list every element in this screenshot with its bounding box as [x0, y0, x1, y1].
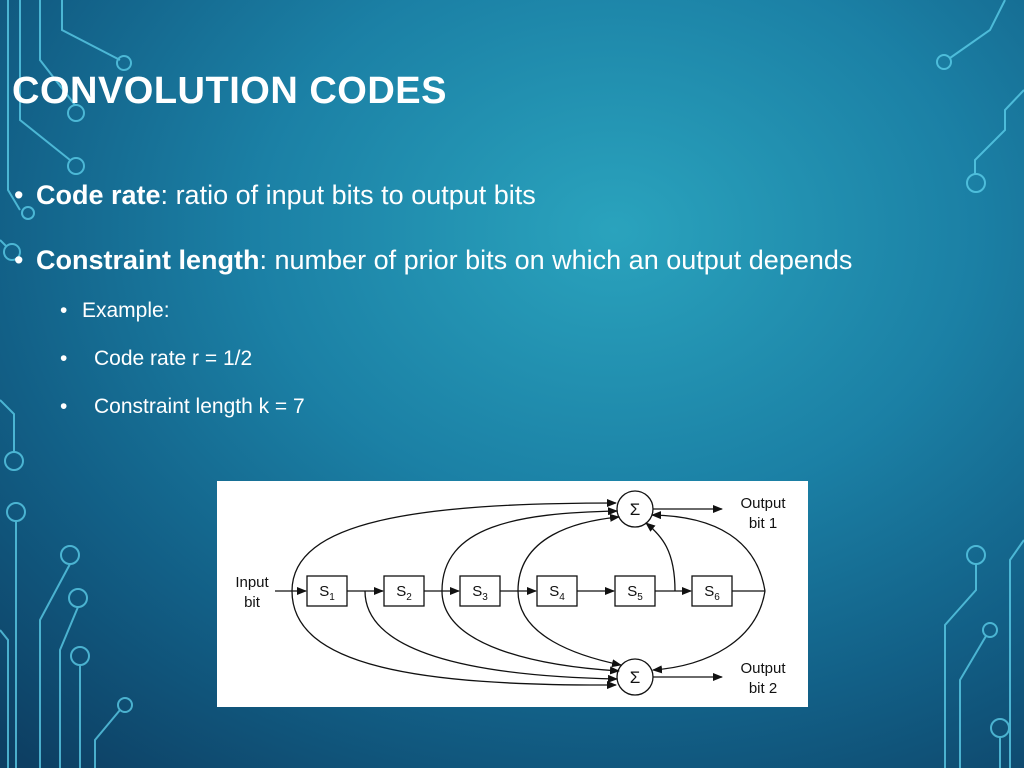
svg-text:S5: S5	[627, 583, 643, 603]
register-subscript: 6	[714, 592, 720, 603]
subbullet-constraint-length-value: • Constraint length k = 7	[60, 395, 305, 419]
taps-output-1	[291, 499, 766, 592]
output-2-label-line1: Output	[740, 660, 786, 677]
subbullet-text: Constraint length k = 7	[94, 395, 305, 418]
input-label-line1: Input	[235, 574, 269, 591]
register-name: S	[704, 583, 714, 600]
register-s2: S2	[383, 575, 425, 607]
input-label-line2: bit	[244, 594, 261, 611]
slide-title: CONVOLUTION CODES	[12, 70, 447, 112]
output-2-label-line2: bit 2	[749, 680, 777, 697]
bullet-glyph: •	[14, 245, 24, 275]
register-subscript: 3	[482, 592, 488, 603]
svg-text:S6: S6	[704, 583, 720, 603]
register-s6: S6	[691, 575, 733, 607]
svg-text:S4: S4	[549, 583, 565, 603]
output-1-label-line1: Output	[740, 495, 786, 512]
definition-constraint-length: number of prior bits on which an output …	[274, 245, 853, 275]
bullet-glyph: •	[60, 299, 68, 322]
taps-output-2	[291, 590, 766, 690]
register-s4: S4	[536, 575, 578, 607]
subbullet-code-rate-value: • Code rate r = 1/2	[60, 347, 252, 371]
register-s1: S1	[306, 575, 348, 607]
adder-1: Σ	[616, 490, 654, 528]
subbullet-text: Example:	[82, 299, 170, 322]
separator: :	[160, 180, 176, 210]
adder-2: Σ	[616, 658, 654, 696]
register-name: S	[472, 583, 482, 600]
svg-text:S3: S3	[472, 583, 488, 603]
register-name: S	[549, 583, 559, 600]
register-name: S	[396, 583, 406, 600]
term-code-rate: Code rate	[36, 180, 161, 210]
register-subscript: 2	[406, 592, 412, 603]
register-subscript: 5	[637, 592, 643, 603]
register-subscript: 4	[559, 592, 565, 603]
bullet-glyph: •	[60, 347, 68, 370]
register-subscript: 1	[329, 592, 335, 603]
term-constraint-length: Constraint length	[36, 245, 260, 275]
sigma-symbol: Σ	[630, 500, 641, 519]
bullet-constraint-length: • Constraint length: number of prior bits…	[14, 245, 852, 276]
encoder-diagram: Input bit S1 S2 S3 S4 S5 S6	[217, 481, 808, 707]
bullet-glyph: •	[60, 395, 68, 418]
svg-text:S1: S1	[319, 583, 335, 603]
svg-text:S2: S2	[396, 583, 412, 603]
sigma-symbol: Σ	[630, 668, 641, 687]
separator: :	[259, 245, 275, 275]
output-1-label-line2: bit 1	[749, 515, 777, 532]
subbullet-text: Code rate r = 1/2	[94, 347, 253, 370]
subbullet-example: • Example:	[60, 299, 170, 323]
bullet-list: • Code rate: ratio of input bits to outpu…	[0, 0, 1024, 460]
register-s3: S3	[459, 575, 501, 607]
register-s5: S5	[614, 575, 656, 607]
register-name: S	[319, 583, 329, 600]
bullet-glyph: •	[14, 180, 24, 210]
definition-code-rate: ratio of input bits to output bits	[175, 180, 536, 210]
register-name: S	[627, 583, 637, 600]
bullet-code-rate: • Code rate: ratio of input bits to outpu…	[14, 180, 536, 211]
